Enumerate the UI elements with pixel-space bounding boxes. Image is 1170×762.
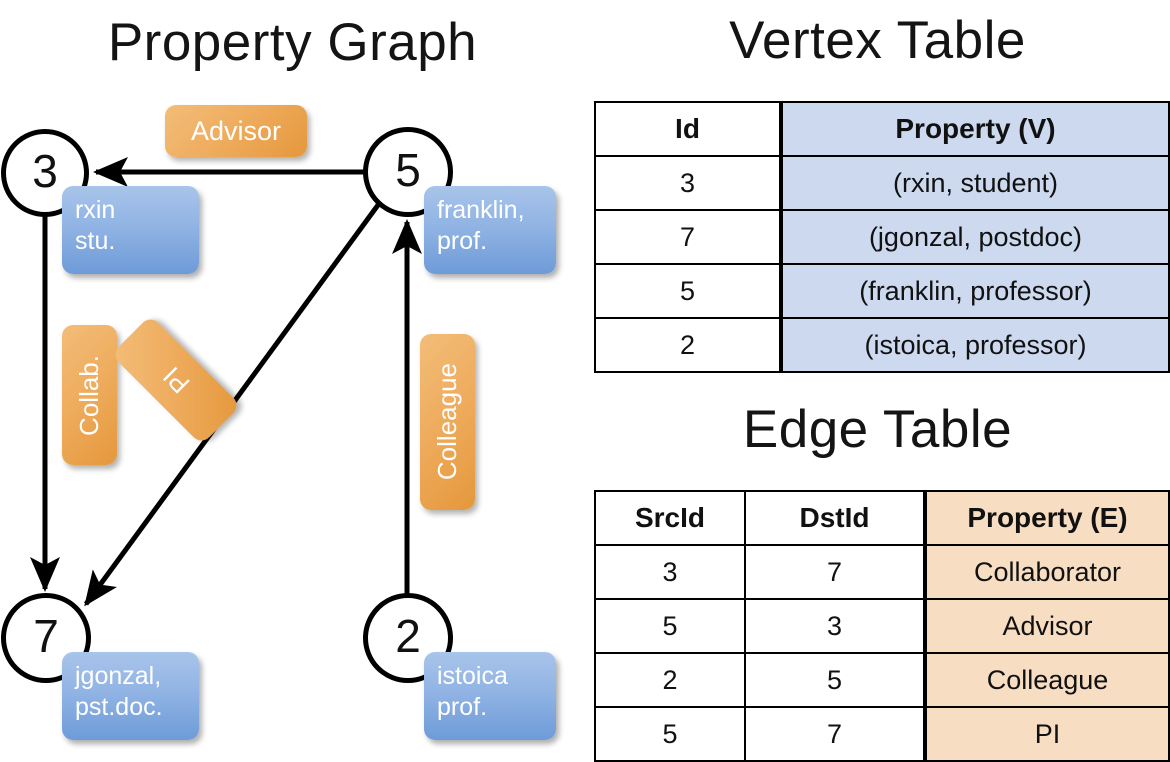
edge-cell-srcid: 2: [594, 652, 746, 708]
vertex-prop-line2: stu.: [75, 226, 116, 255]
vertex-property-box-3[interactable]: rxin stu.: [62, 186, 199, 274]
graph-node-5[interactable]: 5: [363, 127, 453, 217]
vertex-cell-property: (franklin, professor): [779, 263, 1170, 319]
edge-cell-srcid: 5: [594, 706, 746, 762]
edge-label-text: Collab.: [74, 354, 104, 436]
table-row[interactable]: 5 3 Advisor: [594, 598, 1170, 654]
edge-table-header-row: SrcId DstId Property (E): [594, 490, 1170, 546]
node-label: 2: [395, 610, 421, 662]
vertex-table-header-row: Id Property (V): [594, 101, 1170, 157]
vertex-prop-line2: prof.: [437, 226, 488, 255]
vertex-cell-property: (istoica, professor): [779, 317, 1170, 373]
vertex-prop-line1: istoica: [437, 662, 508, 690]
edge-cell-dstid: 5: [744, 652, 926, 708]
edge-cell-property: PI: [923, 706, 1170, 762]
vertex-property-box-5[interactable]: franklin, prof.: [424, 186, 556, 274]
table-row[interactable]: 2 (istoica, professor): [594, 317, 1170, 373]
table-row[interactable]: 3 7 Collaborator: [594, 544, 1170, 600]
vertex-cell-id: 2: [594, 317, 782, 373]
edge-cell-srcid: 3: [594, 544, 746, 600]
node-label: 7: [33, 610, 59, 662]
property-graph-title: Property Graph: [107, 13, 478, 72]
edge-label-text: Colleague: [432, 363, 462, 481]
table-row[interactable]: 2 5 Colleague: [594, 652, 1170, 708]
vertex-prop-line1: franklin,: [437, 196, 525, 224]
edge-cell-property: Colleague: [923, 652, 1170, 708]
vertex-prop-line1: jgonzal,: [75, 662, 162, 690]
node-label: 5: [395, 144, 421, 196]
vertex-cell-id: 7: [594, 209, 782, 265]
edge-table-title: Edge Table: [742, 400, 1013, 459]
edge-cell-dstid: 7: [744, 544, 926, 600]
edge-label-advisor[interactable]: Advisor: [165, 105, 307, 157]
vertex-table-title: Vertex Table: [729, 11, 1026, 70]
vertex-header-id: Id: [594, 101, 782, 157]
vertex-property-box-7[interactable]: jgonzal, pst.doc.: [62, 652, 199, 740]
table-row[interactable]: 3 (rxin, student): [594, 155, 1170, 211]
vertex-property-box-2[interactable]: istoica prof.: [424, 652, 556, 740]
edge-header-property: Property (E): [923, 490, 1170, 546]
edge-header-dstid: DstId: [744, 490, 926, 546]
vertex-cell-property: (jgonzal, postdoc): [779, 209, 1170, 265]
vertex-table: Id Property (V) 3 (rxin, student) 7 (jgo…: [594, 101, 1170, 373]
vertex-prop-line2: pst.doc.: [75, 692, 163, 721]
vertex-prop-line2: prof.: [437, 692, 488, 721]
table-row[interactable]: 5 7 PI: [594, 706, 1170, 762]
edge-table: SrcId DstId Property (E) 3 7 Collaborato…: [594, 490, 1170, 762]
vertex-prop-line1: rxin: [75, 196, 116, 224]
graph-node-2[interactable]: 2: [363, 593, 453, 683]
edge-label-collaborator[interactable]: Collab.: [62, 325, 117, 465]
vertex-cell-id: 5: [594, 263, 782, 319]
edge-header-srcid: SrcId: [594, 490, 746, 546]
table-row[interactable]: 7 (jgonzal, postdoc): [594, 209, 1170, 265]
edge-label-colleague[interactable]: Colleague: [420, 334, 475, 510]
vertex-cell-property: (rxin, student): [779, 155, 1170, 211]
vertex-header-property: Property (V): [779, 101, 1170, 157]
edge-label-text: Advisor: [190, 115, 282, 146]
edge-label-text: PI: [156, 361, 195, 400]
vertex-cell-id: 3: [594, 155, 782, 211]
node-label: 3: [32, 145, 58, 197]
table-row[interactable]: 5 (franklin, professor): [594, 263, 1170, 319]
edge-cell-dstid: 3: [744, 598, 926, 654]
edge-cell-property: Advisor: [923, 598, 1170, 654]
edge-cell-dstid: 7: [744, 706, 926, 762]
edge-cell-srcid: 5: [594, 598, 746, 654]
edge-cell-property: Collaborator: [923, 544, 1170, 600]
